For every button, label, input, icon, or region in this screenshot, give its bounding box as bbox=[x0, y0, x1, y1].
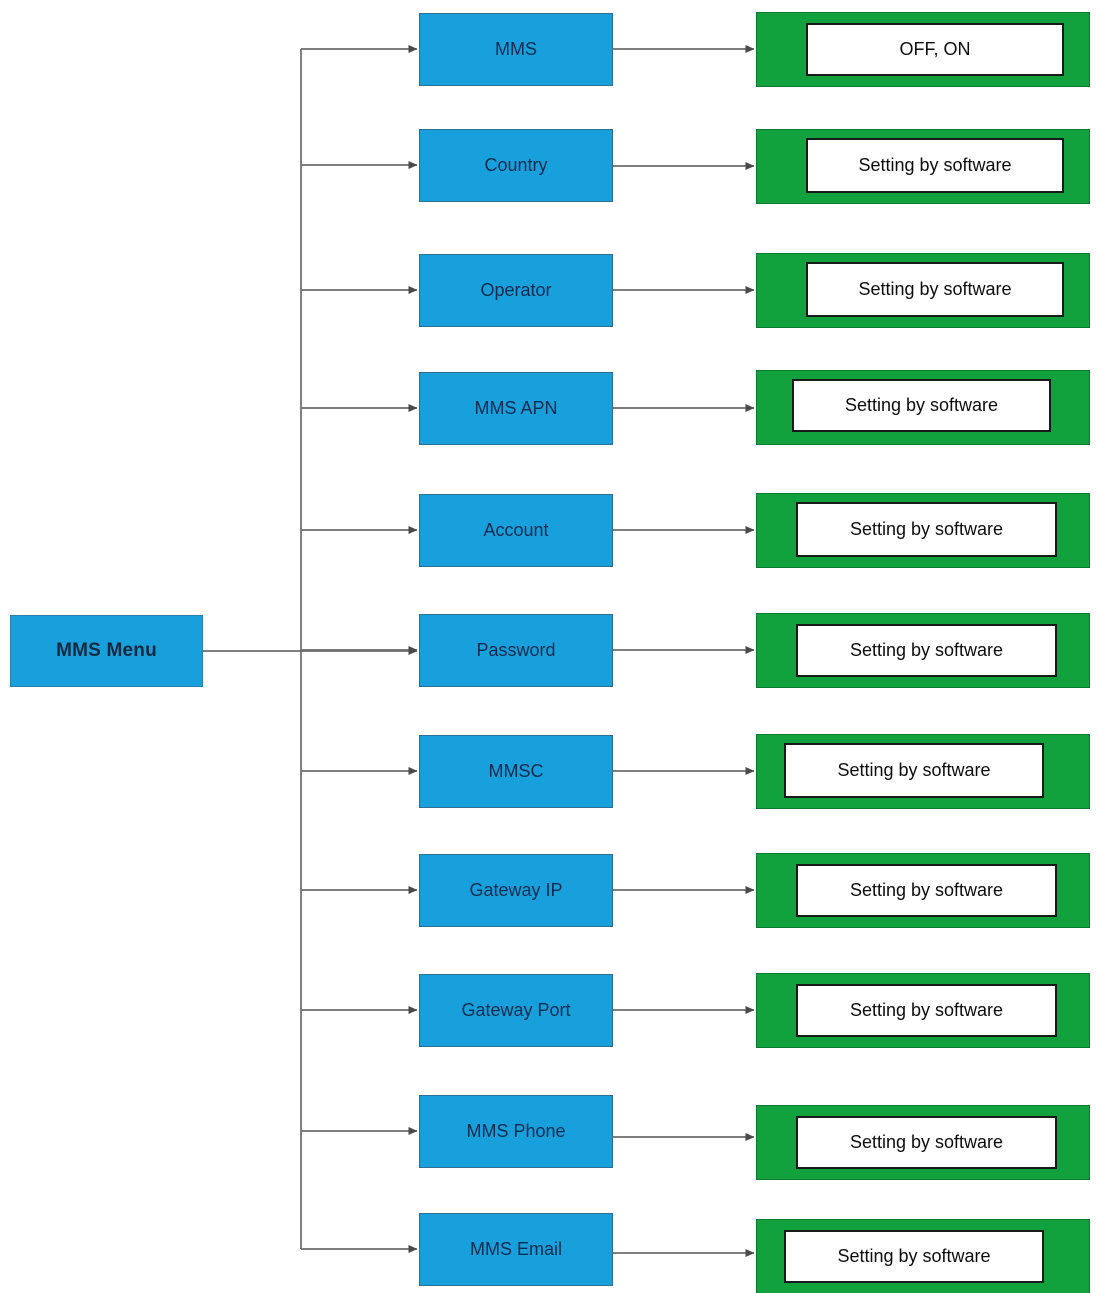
value-node-inner-box: Setting by software bbox=[796, 863, 1057, 917]
value-node-inner-box: Setting by software bbox=[796, 1115, 1057, 1169]
value-node-inner-box: Setting by software bbox=[796, 501, 1057, 557]
value-node-label: Setting by software bbox=[837, 759, 991, 780]
menu-node-mms-phone[interactable]: MMS Phone bbox=[419, 1094, 613, 1168]
value-node-account[interactable]: Setting by software bbox=[756, 492, 1090, 568]
value-node-mms-email[interactable]: Setting by software bbox=[756, 1218, 1090, 1293]
menu-node-mmsc[interactable]: MMSC bbox=[419, 734, 613, 808]
value-node-mms[interactable]: OFF, ON bbox=[756, 11, 1090, 87]
value-node-inner-box: Setting by software bbox=[792, 378, 1051, 432]
menu-node-label: Password bbox=[476, 639, 556, 660]
menu-node-label: Operator bbox=[480, 279, 552, 300]
value-node-password[interactable]: Setting by software bbox=[756, 612, 1090, 688]
menu-node-mms[interactable]: MMS bbox=[419, 12, 613, 86]
menu-node-account[interactable]: Account bbox=[419, 493, 613, 567]
root-node-label: MMS Menu bbox=[56, 640, 157, 661]
menu-node-label: MMS Phone bbox=[466, 1120, 566, 1141]
value-node-gateway-port[interactable]: Setting by software bbox=[756, 972, 1090, 1048]
value-node-mmsc[interactable]: Setting by software bbox=[756, 733, 1090, 809]
value-node-country[interactable]: Setting by software bbox=[756, 128, 1090, 204]
menu-node-label: Country bbox=[484, 154, 548, 175]
value-node-label: Setting by software bbox=[858, 278, 1012, 299]
value-node-label: Setting by software bbox=[849, 999, 1004, 1020]
value-node-inner-box: Setting by software bbox=[796, 623, 1057, 677]
value-node-inner-box: Setting by software bbox=[806, 261, 1064, 317]
value-node-mms-phone[interactable]: Setting by software bbox=[756, 1104, 1090, 1180]
root-node-mms-menu[interactable]: MMS Menu bbox=[10, 615, 203, 687]
value-node-inner-box: OFF, ON bbox=[806, 22, 1064, 76]
menu-node-gateway-ip[interactable]: Gateway IP bbox=[419, 853, 613, 927]
value-node-label: Setting by software bbox=[849, 879, 1004, 900]
menu-node-label: Account bbox=[483, 519, 549, 540]
menu-node-gateway-port[interactable]: Gateway Port bbox=[419, 973, 613, 1047]
menu-node-country[interactable]: Country bbox=[419, 128, 613, 202]
menu-node-label: MMS Email bbox=[469, 1238, 562, 1259]
value-node-label: Setting by software bbox=[858, 154, 1012, 175]
menu-node-label: MMS bbox=[495, 38, 537, 59]
value-node-gateway-ip[interactable]: Setting by software bbox=[756, 852, 1090, 928]
menu-node-label: MMSC bbox=[488, 760, 544, 781]
menu-node-label: MMS APN bbox=[474, 397, 558, 418]
value-node-label: Setting by software bbox=[849, 639, 1004, 660]
menu-node-label: Gateway IP bbox=[469, 879, 563, 900]
menu-node-mms-apn[interactable]: MMS APN bbox=[419, 371, 613, 445]
value-node-inner-box: Setting by software bbox=[796, 983, 1057, 1037]
value-node-label: Setting by software bbox=[849, 518, 1004, 539]
value-node-label: OFF, ON bbox=[899, 38, 971, 59]
value-node-inner-box: Setting by software bbox=[806, 137, 1064, 193]
menu-node-label: Gateway Port bbox=[461, 999, 571, 1020]
value-node-inner-box: Setting by software bbox=[784, 1229, 1044, 1283]
menu-node-mms-email[interactable]: MMS Email bbox=[419, 1212, 613, 1286]
value-node-label: Setting by software bbox=[849, 1131, 1004, 1152]
value-node-inner-box: Setting by software bbox=[784, 742, 1044, 798]
value-node-mms-apn[interactable]: Setting by software bbox=[756, 369, 1090, 445]
menu-node-operator[interactable]: Operator bbox=[419, 253, 613, 327]
menu-node-password[interactable]: Password bbox=[419, 613, 613, 687]
value-node-label: Setting by software bbox=[837, 1245, 991, 1266]
value-node-label: Setting by software bbox=[844, 394, 999, 415]
value-node-operator[interactable]: Setting by software bbox=[756, 252, 1090, 328]
